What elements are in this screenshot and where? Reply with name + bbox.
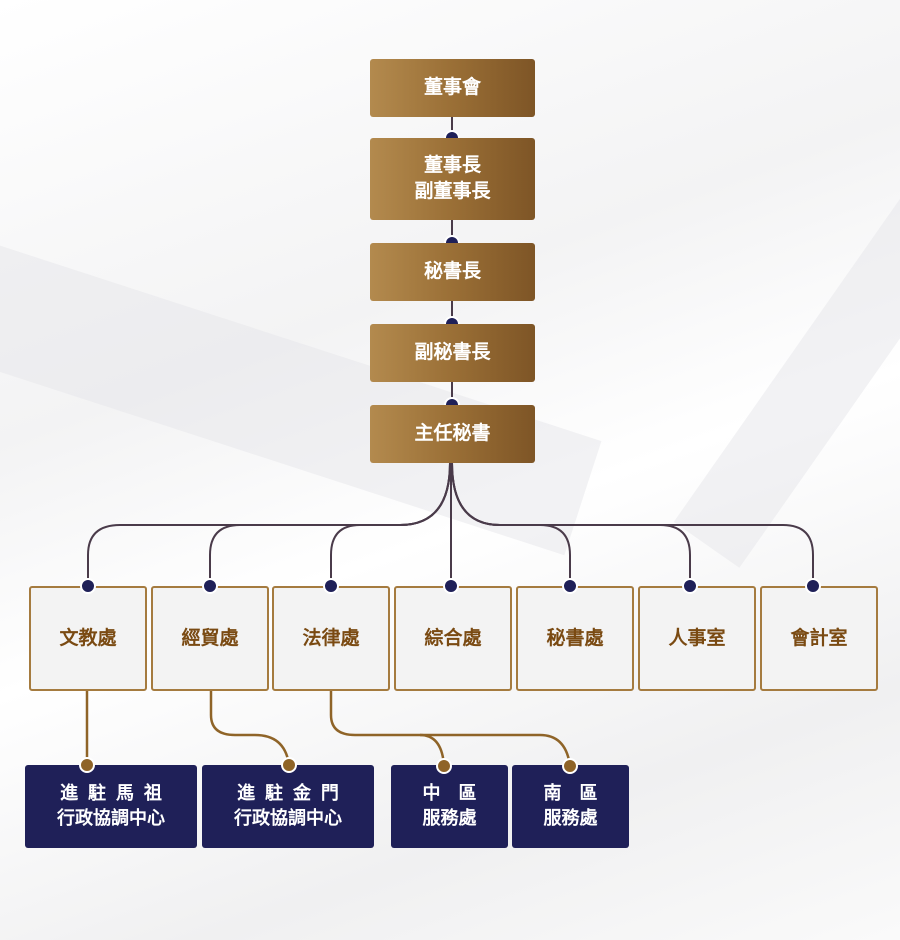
node-deputy-secretary-general[interactable]: 副秘書長 (370, 324, 535, 382)
office-label: 行政協調中心 (234, 807, 342, 829)
node-chief-secretary[interactable]: 主任秘書 (370, 405, 535, 463)
dept-personnel[interactable]: 人事室 (638, 586, 756, 691)
node-chairman[interactable]: 董事長副董事長 (370, 138, 535, 220)
office-central[interactable]: 中區服務處 (391, 765, 508, 848)
office-label: 服務處 (543, 807, 598, 829)
office-label: 進駐金門 (237, 783, 349, 805)
dept-secretariat[interactable]: 秘書處 (516, 586, 634, 691)
dept-label: 會計室 (790, 626, 848, 649)
office-kinmen[interactable]: 進駐金門行政協調中心 (202, 765, 374, 848)
dept-label: 經貿處 (181, 626, 239, 649)
node-label: 秘書長 (423, 260, 481, 283)
dept-label: 法律處 (302, 626, 360, 649)
node-secretary-general[interactable]: 秘書長 (370, 243, 535, 301)
office-label: 南區 (543, 783, 616, 805)
dept-accounting[interactable]: 會計室 (760, 586, 878, 691)
dept-label: 文教處 (59, 626, 117, 649)
office-label: 進駐馬祖 (60, 783, 172, 805)
node-label: 副董事長 (414, 180, 491, 202)
node-label: 副秘書長 (414, 341, 491, 364)
office-label: 中區 (422, 783, 495, 805)
dept-legal[interactable]: 法律處 (272, 586, 390, 691)
office-south[interactable]: 南區服務處 (512, 765, 629, 848)
node-label: 主任秘書 (414, 422, 491, 445)
dept-general-affairs[interactable]: 綜合處 (394, 586, 512, 691)
dept-label: 人事室 (668, 626, 726, 649)
dept-culture-education[interactable]: 文教處 (29, 586, 147, 691)
dept-economic-trade[interactable]: 經貿處 (151, 586, 269, 691)
node-label: 董事會 (423, 76, 481, 99)
dept-label: 秘書處 (546, 626, 604, 649)
node-board[interactable]: 董事會 (370, 59, 535, 117)
office-label: 行政協調中心 (57, 807, 165, 829)
office-label: 服務處 (422, 807, 477, 829)
office-matsu[interactable]: 進駐馬祖行政協調中心 (25, 765, 197, 848)
dept-label: 綜合處 (424, 626, 482, 649)
node-label: 董事長 (423, 154, 481, 177)
